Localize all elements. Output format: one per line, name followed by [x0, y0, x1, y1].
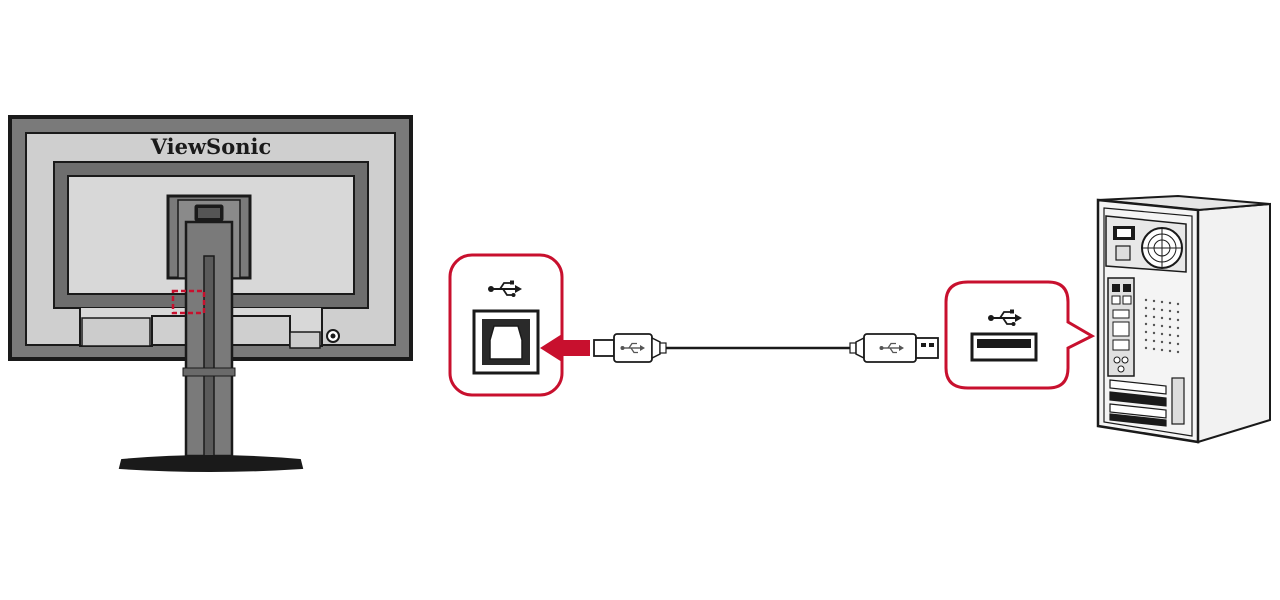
pc-usb-callout: [944, 280, 1096, 390]
stand-base: [118, 455, 304, 472]
vent-holes: [1144, 298, 1180, 354]
usb-b-plug: [593, 333, 667, 363]
expansion-slots: [1109, 377, 1185, 427]
brand-logo: ViewSonic: [150, 134, 272, 159]
pc-side-panel: [1197, 202, 1271, 444]
usb-cable: [593, 333, 939, 363]
io-cover-left: [81, 317, 151, 347]
monitor-usb-callout: [448, 253, 564, 397]
arrow-left-icon: [540, 334, 590, 362]
usb-port-location-marker: [171, 289, 206, 315]
monitor-rear: ViewSonic: [8, 115, 413, 472]
power-switch: [1115, 245, 1131, 261]
io-cover-right: [289, 331, 321, 349]
usb-a-plug: [849, 333, 939, 363]
desktop-pc: [1096, 194, 1271, 444]
